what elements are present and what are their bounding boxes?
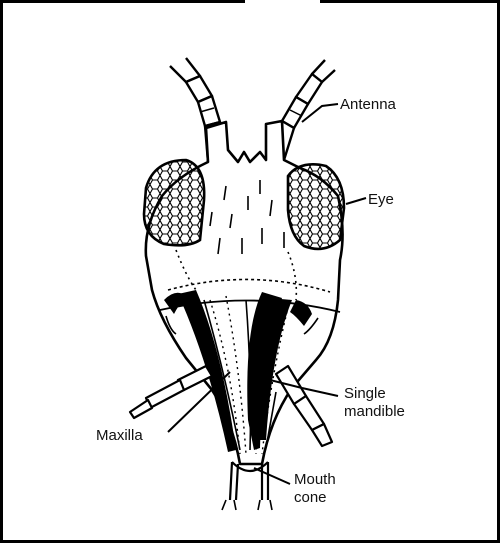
right-maxillary-palp (276, 366, 332, 446)
right-eye (288, 164, 344, 249)
label-single-mandible-line1: Single (344, 385, 386, 402)
label-mouth-cone-line2: cone (294, 489, 327, 506)
left-eye (144, 160, 204, 245)
label-mouth-cone-line1: Mouth (294, 471, 336, 488)
label-maxilla: Maxilla (96, 427, 143, 444)
label-antenna: Antenna (340, 96, 397, 113)
label-eye: Eye (368, 191, 394, 208)
label-single-mandible-line2: mandible (344, 403, 405, 420)
